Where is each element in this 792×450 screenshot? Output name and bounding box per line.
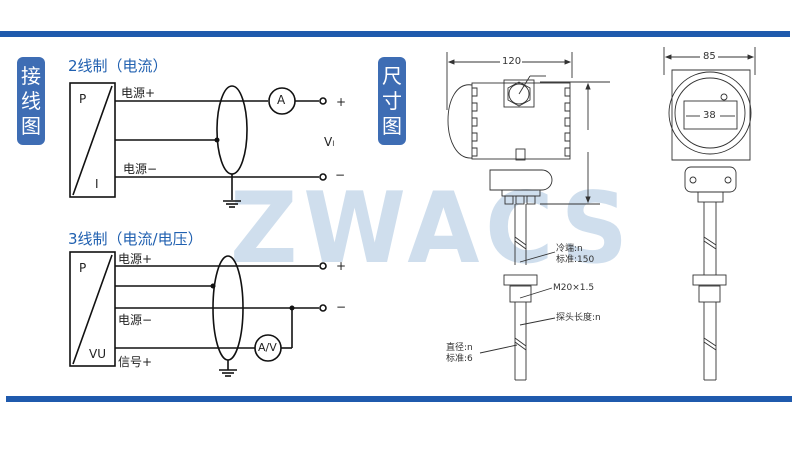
side-width-label: 120	[502, 56, 522, 67]
probe-length-label: 探头长度:n	[556, 313, 601, 323]
tag-char: 图	[382, 113, 402, 138]
cold-end-line2: 标准:150	[556, 255, 595, 265]
dimension-diagram-tag: 尺 寸 图	[378, 57, 406, 145]
two-wire-terminal-minus: −	[335, 168, 346, 182]
ammeter-label: A	[277, 93, 286, 107]
three-wire-terminal-plus: +	[336, 259, 347, 273]
three-wire-terminal-minus: −	[336, 300, 347, 314]
two-wire-title: 2线制（电流）	[68, 57, 168, 75]
diameter-line2: 标准:6	[446, 354, 473, 364]
tag-char: 寸	[382, 88, 402, 113]
wiring-diagram-tag: 接 线 图	[17, 57, 45, 145]
watermark-logo: ZWACS	[230, 172, 634, 286]
diameter-line1: 直径:n	[446, 343, 473, 353]
three-wire-power-minus: 电源−	[118, 313, 153, 327]
tag-char: 尺	[382, 63, 402, 88]
tag-char: 接	[21, 63, 41, 88]
tag-char: 图	[21, 113, 41, 138]
front-width-label: 85	[703, 51, 716, 62]
three-wire-box-vu: VU	[89, 347, 106, 361]
two-wire-box-i: I	[95, 177, 99, 191]
tag-char: 线	[21, 88, 41, 113]
bottom-divider-bar	[6, 396, 792, 402]
three-wire-power-plus: 电源+	[118, 252, 153, 266]
three-wire-signal-plus: 信号+	[118, 355, 153, 369]
two-wire-power-plus: 电源+	[121, 86, 156, 100]
display-width-label: 38	[703, 110, 716, 121]
three-wire-box-p: P	[79, 261, 87, 275]
two-wire-box-p: P	[79, 92, 87, 106]
av-meter-label: A/V	[258, 341, 277, 354]
two-wire-terminal-plus: +	[336, 95, 347, 109]
thread-label: M20×1.5	[553, 283, 595, 293]
top-divider-bar	[0, 31, 790, 37]
diameter-label: 直径:n 标准:6	[446, 343, 473, 365]
cold-end-label: 冷端:n 标准:150	[556, 244, 594, 266]
voltage-label: Vₗ	[324, 135, 335, 149]
two-wire-power-minus: 电源−	[123, 162, 158, 176]
cold-end-line1: 冷端:n	[556, 244, 583, 254]
three-wire-title: 3线制（电流/电压）	[68, 230, 203, 248]
